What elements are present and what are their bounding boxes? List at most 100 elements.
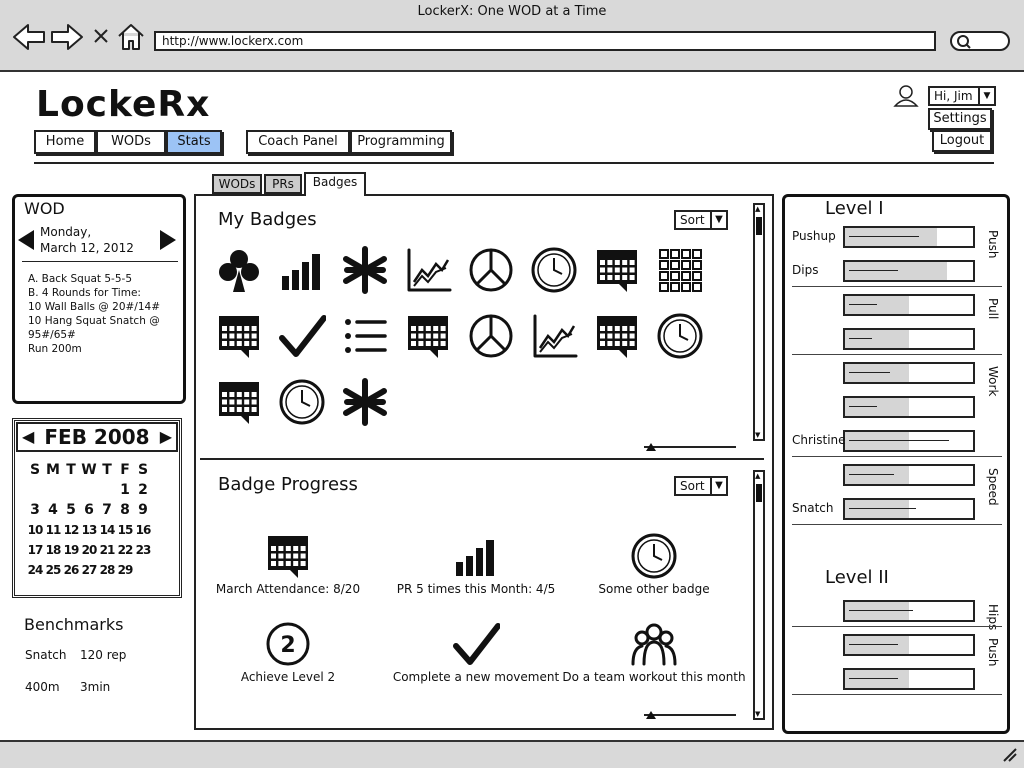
level-progress-bar xyxy=(843,430,975,452)
calendar-day[interactable]: 6 xyxy=(84,502,94,518)
calendar-icon[interactable] xyxy=(215,312,263,360)
next-month-icon[interactable]: ▶ xyxy=(159,427,172,446)
scroll-down-icon[interactable]: ▼ xyxy=(755,710,761,718)
calendar-day[interactable]: 3 xyxy=(30,502,40,518)
line-chart-icon[interactable] xyxy=(404,246,452,294)
clock-icon[interactable] xyxy=(530,246,578,294)
calendar-day[interactable]: 24 xyxy=(27,563,44,577)
calendar-icon[interactable] xyxy=(593,246,641,294)
calendar-icon[interactable] xyxy=(593,312,641,360)
calendar-day[interactable]: 16 xyxy=(135,523,152,537)
calendar-day[interactable] xyxy=(80,480,98,500)
settings-button[interactable]: Settings xyxy=(928,108,992,130)
my-badges-slider[interactable] xyxy=(642,440,738,454)
calendar-day[interactable]: 4 xyxy=(48,502,58,518)
calendar-day[interactable]: 2 xyxy=(138,482,148,498)
bars-icon[interactable] xyxy=(452,532,500,580)
calendar-day[interactable]: 21 xyxy=(99,543,116,557)
calendar-day[interactable] xyxy=(98,480,116,500)
level-bar-mark xyxy=(849,304,878,305)
check-icon[interactable] xyxy=(452,620,500,668)
calendar-day[interactable]: 27 xyxy=(81,563,98,577)
grid-icon[interactable] xyxy=(656,246,704,294)
calendar-day[interactable]: 28 xyxy=(99,563,116,577)
my-badges-scrollbar[interactable]: ▲ ▼ xyxy=(753,203,765,441)
calendar-day[interactable]: 8 xyxy=(120,502,130,518)
forward-icon[interactable] xyxy=(50,22,84,52)
calendar-day[interactable]: 22 xyxy=(117,543,134,557)
calendar-day[interactable]: 13 xyxy=(81,523,98,537)
prev-month-icon[interactable]: ◀ xyxy=(22,427,35,446)
clock-icon[interactable] xyxy=(630,532,678,580)
calendar-month: FEB 2008 xyxy=(44,425,150,449)
calendar-day[interactable]: 20 xyxy=(81,543,98,557)
nav-programming[interactable]: Programming xyxy=(350,130,452,154)
calendar-day[interactable]: 12 xyxy=(63,523,80,537)
calendar-day[interactable]: 10 xyxy=(27,523,44,537)
calendar-day[interactable] xyxy=(26,480,44,500)
badge-progress-scrollbar[interactable]: ▲ ▼ xyxy=(753,470,765,720)
nav-stats[interactable]: Stats xyxy=(166,130,222,154)
next-day-icon[interactable] xyxy=(158,228,178,252)
calendar-day[interactable]: 5 xyxy=(66,502,76,518)
tab-prs[interactable]: PRs xyxy=(264,174,302,194)
scroll-down-icon[interactable]: ▼ xyxy=(755,431,761,439)
scroll-thumb[interactable] xyxy=(756,484,762,502)
calendar-day[interactable]: 18 xyxy=(45,543,62,557)
nav-wods[interactable]: WODs xyxy=(96,130,166,154)
calendar-day[interactable]: 17 xyxy=(27,543,44,557)
calendar-day[interactable]: 1 xyxy=(120,482,130,498)
calendar-day[interactable]: 19 xyxy=(63,543,80,557)
clock-icon[interactable] xyxy=(278,378,326,426)
user-icon[interactable] xyxy=(893,84,919,108)
clock-icon[interactable] xyxy=(656,312,704,360)
asterisk-icon[interactable] xyxy=(341,378,389,426)
nav-home[interactable]: Home xyxy=(34,130,96,154)
my-badges-sort-select[interactable]: Sort ▼ xyxy=(674,210,728,230)
calendar-day[interactable] xyxy=(44,480,62,500)
team-icon[interactable] xyxy=(630,620,678,668)
bars-icon[interactable] xyxy=(278,246,326,294)
calendar-day[interactable]: 9 xyxy=(138,502,148,518)
pie-icon[interactable] xyxy=(467,246,515,294)
badge-progress-sort-select[interactable]: Sort ▼ xyxy=(674,476,728,496)
calendar-day[interactable]: 7 xyxy=(102,502,112,518)
nav-coach-panel[interactable]: Coach Panel xyxy=(246,130,350,154)
calendar-day[interactable] xyxy=(62,480,80,500)
back-icon[interactable] xyxy=(12,22,46,52)
level-bar-mark xyxy=(849,508,916,509)
calendar-day[interactable]: 14 xyxy=(99,523,116,537)
tab-wods[interactable]: WODs xyxy=(212,174,262,194)
scroll-thumb[interactable] xyxy=(756,217,762,235)
pie-icon[interactable] xyxy=(467,312,515,360)
home-icon[interactable] xyxy=(116,22,146,52)
user-menu-select[interactable]: Hi, Jim ▼ xyxy=(928,86,996,106)
close-icon[interactable] xyxy=(92,26,110,46)
calendar-day[interactable]: 11 xyxy=(45,523,62,537)
line-chart-icon[interactable] xyxy=(530,312,578,360)
prev-day-icon[interactable] xyxy=(16,228,36,252)
tab-badges[interactable]: Badges xyxy=(304,172,366,196)
badge-progress-label: Achieve Level 2 xyxy=(240,670,336,684)
scroll-up-icon[interactable]: ▲ xyxy=(755,472,761,480)
calendar-day[interactable]: 25 xyxy=(45,563,62,577)
calendar-day[interactable]: 15 xyxy=(117,523,134,537)
club-icon[interactable] xyxy=(215,246,263,294)
badge-progress-slider[interactable] xyxy=(642,708,738,722)
calendar-icon[interactable] xyxy=(264,532,312,580)
calendar-day[interactable]: 23 xyxy=(135,543,152,557)
check-icon[interactable] xyxy=(278,312,326,360)
asterisk-icon[interactable] xyxy=(341,246,389,294)
url-bar[interactable]: http://www.lockerx.com xyxy=(154,31,936,51)
list-icon[interactable] xyxy=(341,312,389,360)
calendar-day[interactable] xyxy=(134,560,152,580)
calendar-icon[interactable] xyxy=(215,378,263,426)
level-2-icon[interactable]: 2 xyxy=(264,620,312,668)
calendar-day[interactable]: 29 xyxy=(117,563,134,577)
calendar-icon[interactable] xyxy=(404,312,452,360)
calendar-day[interactable]: 26 xyxy=(63,563,80,577)
resize-grip-icon[interactable] xyxy=(1002,748,1018,762)
browser-search-field[interactable] xyxy=(950,31,1010,51)
logout-button[interactable]: Logout xyxy=(932,130,992,152)
scroll-up-icon[interactable]: ▲ xyxy=(755,205,761,213)
